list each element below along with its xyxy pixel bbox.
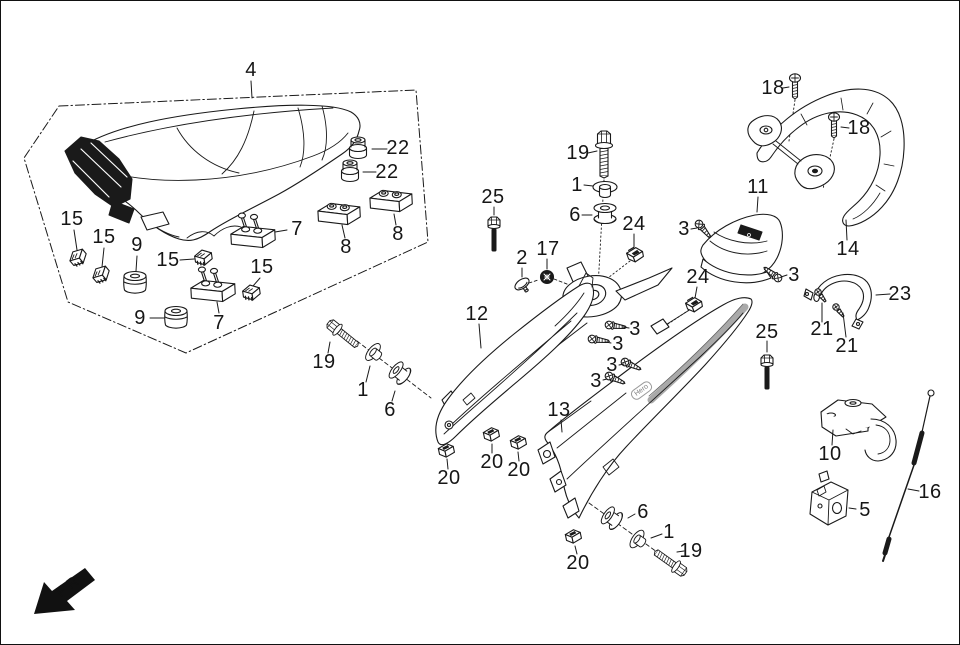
washer-1-center	[592, 180, 618, 199]
leader-line-24	[694, 286, 698, 299]
fr-direction-arrow	[34, 568, 95, 614]
leader-line-8	[393, 213, 397, 226]
screw-3-a	[693, 218, 714, 241]
grommet-17	[539, 269, 555, 285]
bushing-9-b	[164, 305, 188, 329]
leader-line-10	[831, 429, 834, 446]
leader-line-15	[179, 258, 195, 261]
washer-1-left	[362, 340, 387, 367]
leader-line-8	[341, 224, 346, 239]
seat-assembly	[79, 104, 361, 241]
leader-line-16	[907, 488, 920, 492]
leader-line-3	[602, 378, 608, 381]
seat-lock-cable-16	[882, 389, 935, 562]
seat-lock-10	[820, 398, 897, 462]
grommet-6-bottom	[598, 504, 626, 532]
leader-line-15	[101, 247, 105, 268]
bolt-19-left	[323, 316, 363, 352]
side-cover-right-13	[537, 297, 753, 519]
leader-line-15	[252, 277, 261, 287]
clip-20-c	[509, 433, 528, 451]
bolt-19-center	[594, 130, 614, 179]
washer-1-bottom	[626, 527, 651, 553]
leader-line-18	[840, 126, 850, 129]
seat-group-boundary	[23, 89, 429, 354]
leader-line-1	[650, 533, 663, 539]
leader-line-19	[327, 341, 331, 354]
side-cover-left-12	[435, 272, 595, 446]
clip-15-c	[193, 248, 214, 268]
bracket-8-b	[369, 188, 414, 214]
clip-15-b	[89, 262, 114, 287]
leader-line-3	[622, 326, 630, 329]
leader-line-11	[756, 196, 759, 213]
seat-latch-plate	[64, 136, 170, 231]
leader-line-19	[676, 550, 685, 553]
bracket-7-a	[229, 210, 277, 250]
leader-line-7	[274, 229, 288, 233]
leader-line-14	[845, 219, 848, 241]
bushing-9-a	[123, 270, 147, 294]
leader-line-3	[690, 227, 698, 230]
leader-line-6	[391, 390, 396, 402]
grommet-22-b	[340, 159, 360, 183]
rear-center-cover-11	[700, 213, 783, 284]
grommet-6-center	[593, 202, 617, 225]
bracket-8-a	[317, 201, 362, 227]
grommet-6-left	[386, 359, 414, 388]
leader-line-7	[216, 301, 220, 314]
bolt-25-left	[487, 216, 501, 253]
leader-line-23	[875, 293, 891, 296]
clip-15-d	[241, 283, 262, 303]
screw-3-c	[604, 320, 628, 332]
leader-line-12	[478, 323, 482, 349]
leader-line-19	[587, 150, 598, 154]
leader-lines	[73, 80, 920, 555]
leader-line-20	[574, 545, 578, 555]
leader-line-3	[605, 341, 612, 344]
leader-line-4	[250, 80, 253, 99]
bolt-25-right	[760, 354, 774, 391]
bracket-7-b	[189, 264, 237, 304]
clip-20-b	[482, 425, 501, 443]
leader-line-5	[848, 507, 857, 510]
leader-line-1	[365, 365, 371, 383]
leader-line-1	[583, 184, 594, 187]
leader-line-9	[135, 255, 138, 272]
leader-line-15	[73, 229, 78, 251]
cap-2	[512, 275, 535, 297]
leader-line-20	[517, 451, 520, 462]
lock-bracket-5	[809, 470, 849, 526]
clip-20-d	[564, 527, 583, 545]
leader-line-18	[782, 86, 790, 89]
leader-line-3	[618, 363, 625, 366]
screw-18-a	[788, 73, 802, 100]
leader-line-21	[842, 312, 847, 338]
leader-line-13	[560, 419, 563, 433]
bracket-23	[803, 273, 872, 330]
screw-3-d	[587, 334, 611, 346]
leader-line-6	[627, 513, 636, 519]
leader-line-20	[446, 458, 449, 470]
clip-24-a	[625, 245, 645, 264]
leader-line-3	[780, 274, 788, 278]
screw-18-b	[827, 112, 841, 139]
clip-15-a	[66, 245, 91, 270]
grab-rail-14	[747, 88, 905, 227]
grommet-22-a	[348, 136, 368, 160]
